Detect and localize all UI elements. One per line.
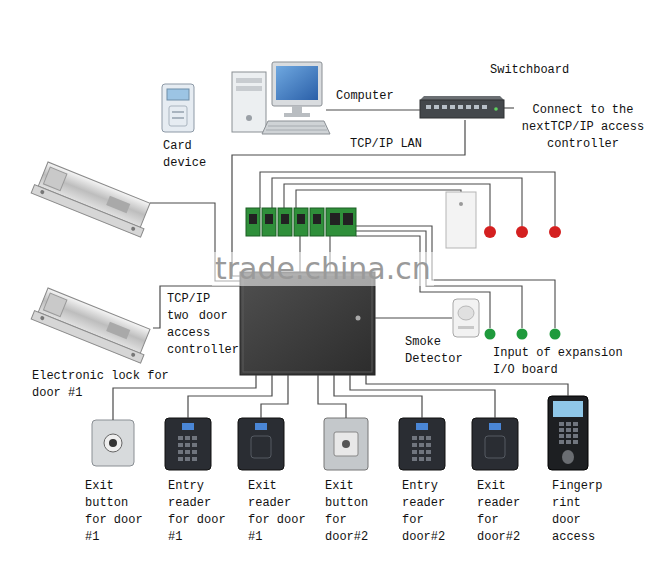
exit-button: Exit button for door#2 [324, 418, 368, 470]
device-label: Electronic lock for door #1 [32, 368, 172, 402]
device-label: Exit reader for door#2 [477, 478, 543, 546]
device-label: Computer [336, 88, 394, 105]
card-reader-icon [165, 418, 211, 470]
device-label: TCP/IP two door access controller [167, 291, 240, 359]
exit-button-icon [324, 418, 368, 470]
card-reader-icon [472, 418, 518, 470]
fingerprint-terminal-icon [548, 396, 588, 470]
wire-connector [188, 375, 272, 418]
electric-lock-icon [31, 287, 154, 364]
device-label: Card device [163, 138, 223, 172]
note-text: Connect to the nextTCP/IP access control… [518, 102, 648, 153]
card-reader-icon [399, 418, 445, 470]
device-label: Switchboard [490, 62, 569, 79]
card-device-icon [162, 84, 194, 132]
entry-reader: Entry reader for door #1 [165, 418, 211, 470]
card-reader-icon [238, 418, 284, 470]
card-device: Card device [160, 82, 196, 134]
wire-connector [366, 375, 568, 396]
smoke-detector-icon [453, 299, 479, 337]
device-label: Entry reader for door#2 [402, 478, 468, 546]
computer-icon [232, 62, 330, 134]
switchboard: Switchboard [420, 94, 504, 120]
wire-connector [261, 375, 288, 418]
io-board [246, 208, 356, 236]
controller-cabinet [240, 272, 375, 375]
wire-connector [334, 375, 422, 418]
entry-reader: Entry reader for door#2 [399, 418, 445, 470]
switchboard-icon [420, 96, 504, 118]
exit-button-icon [92, 420, 134, 466]
device-label: Exit button for door #1 [85, 478, 151, 546]
electric-lock-icon [31, 161, 154, 238]
computer: Computer [230, 60, 326, 138]
wire-connector [350, 375, 495, 418]
device-label: Entry reader for door #1 [168, 478, 234, 546]
access-controller: TCP/IP two door access controller [240, 272, 375, 375]
device-label: Fingerp rint door access [552, 478, 610, 546]
input-dots [485, 329, 561, 340]
note-text: Input of expansion I/O board [493, 345, 625, 379]
exit-button: Exit button for door #1 [92, 420, 134, 466]
exit-reader: Exit reader for door#2 [472, 418, 518, 470]
edge-label: TCP/IP LAN [348, 136, 424, 153]
fingerprint-terminal: Fingerp rint door access [548, 396, 588, 470]
output-dots [484, 226, 561, 238]
wire-connector [375, 317, 452, 318]
wire-connector [326, 109, 420, 110]
exit-reader: Exit reader for door #1 [238, 418, 284, 470]
device-label: Smoke Detector [405, 334, 467, 368]
watermark: trade.china.cn [212, 252, 434, 286]
alarm-box [446, 192, 476, 248]
device-label: Exit button for door#2 [325, 478, 391, 546]
electronic-lock: Electronic lock for door #1 [35, 288, 153, 360]
device-label: Exit reader for door #1 [248, 478, 314, 546]
smoke-detector: Smoke Detector [452, 298, 480, 338]
